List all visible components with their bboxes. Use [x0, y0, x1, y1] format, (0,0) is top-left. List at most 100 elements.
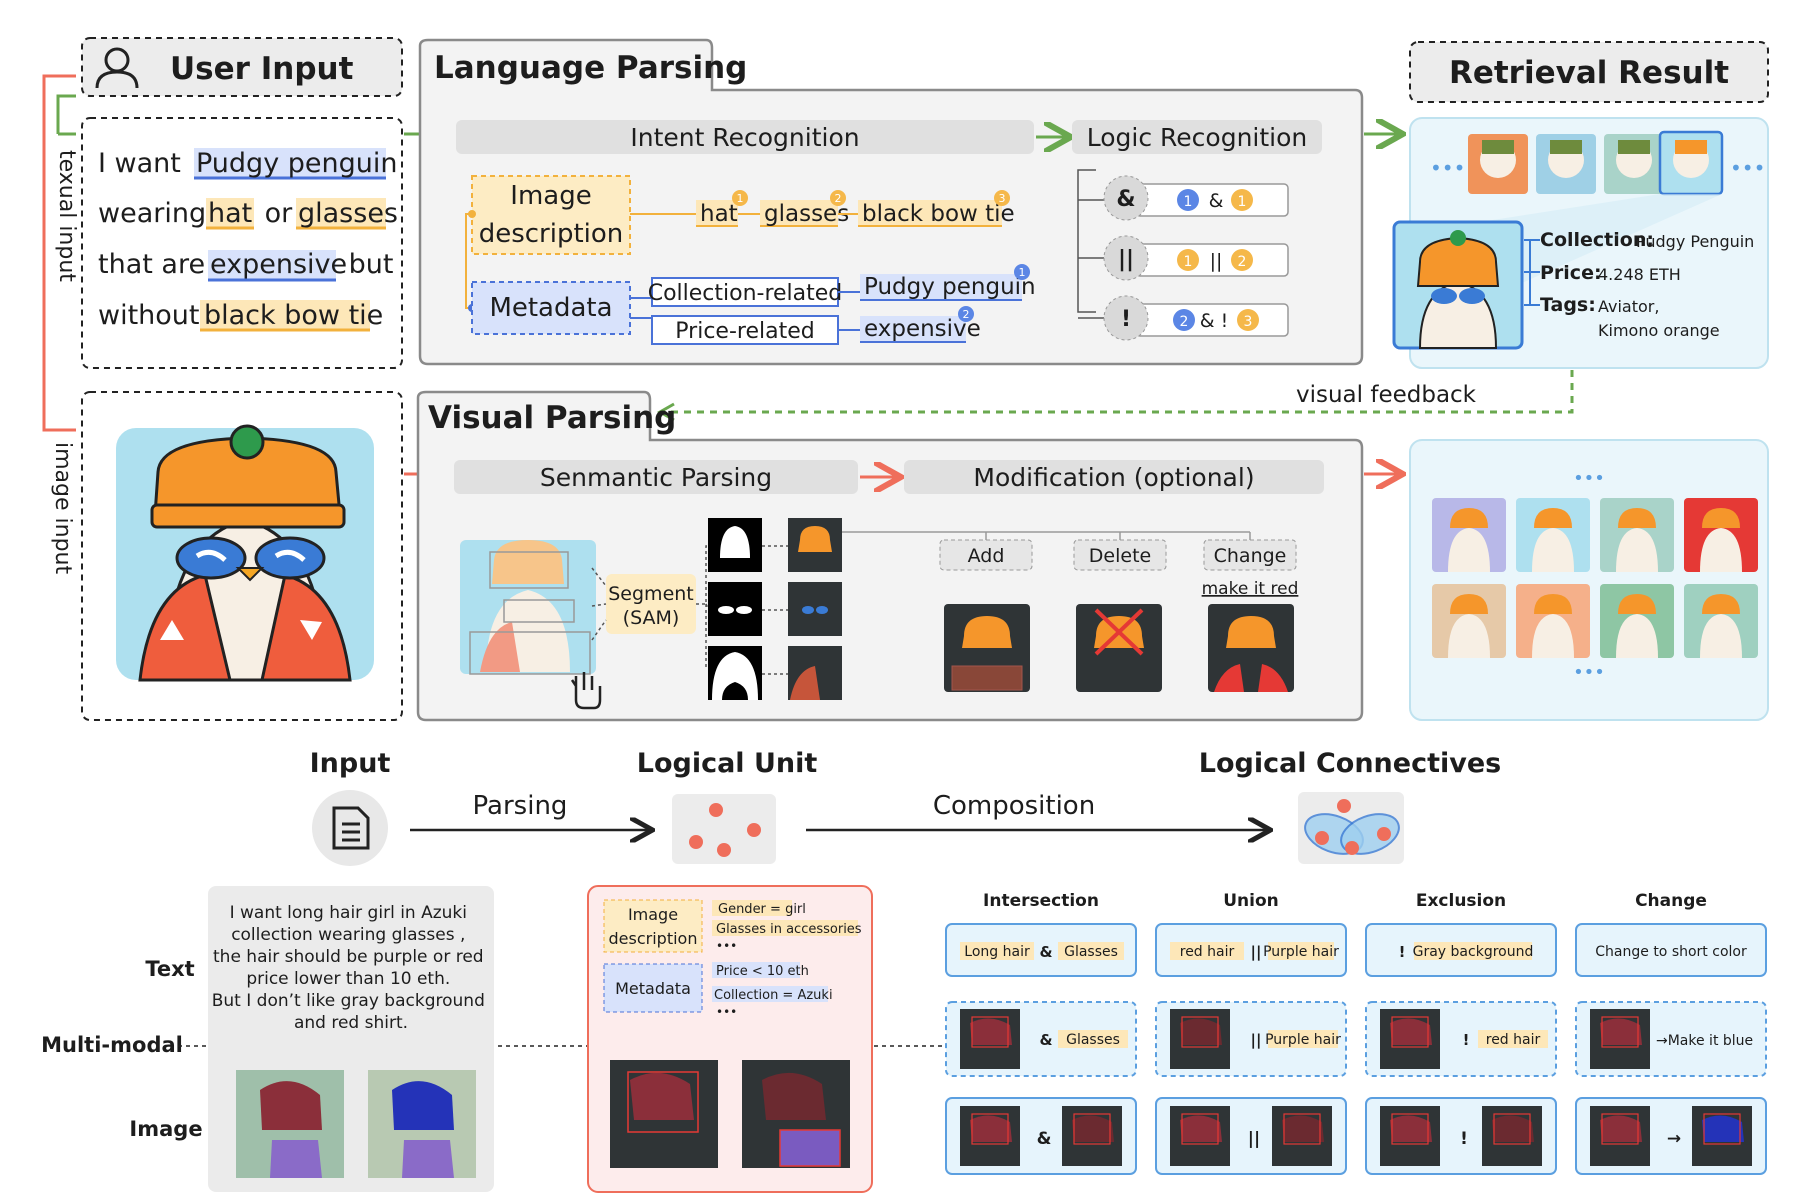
connective-text-a-3: Change to short color — [1595, 944, 1747, 960]
unit-image-description-2: description — [609, 929, 698, 948]
red-x-icon — [1094, 608, 1144, 656]
collection-related-box — [651, 277, 839, 307]
svg-text:1: 1 — [1019, 266, 1026, 279]
svg-text:!: ! — [1121, 307, 1131, 332]
connective-text-box-3 — [1575, 923, 1767, 977]
connective-text-op-1: || — [1251, 943, 1262, 962]
unit-tag-price: Price < 10 eth — [716, 964, 809, 979]
svg-text:3: 3 — [1244, 314, 1253, 330]
connective-img-op-2: ! — [1460, 1129, 1468, 1149]
svg-text:2: 2 — [963, 308, 970, 321]
user-input-section: User Input I want Pudgy penguin wearing … — [42, 37, 403, 721]
connective-img-op-1: || — [1248, 1129, 1260, 1149]
highlight-glasses — [296, 198, 386, 228]
row-label-text: Text — [145, 957, 194, 981]
unit-image-description-1: Image — [628, 905, 678, 924]
connective-mm-b-1: Purple hair — [1265, 1032, 1341, 1048]
retrieval-dots-left: ••• — [1430, 156, 1465, 180]
svg-text:•••: ••• — [1573, 468, 1605, 489]
tag-hat: hat — [700, 201, 738, 227]
svg-text:•••: ••• — [1573, 662, 1605, 683]
retrieval-result-section: Retrieval Result ••• ••• Collection: Pud… — [1392, 41, 1769, 369]
svg-text:||: || — [1118, 247, 1134, 272]
connective-text-b-1: Purple hair — [1263, 944, 1339, 960]
hand-cursor-icon — [570, 672, 602, 710]
image-input-label: image input — [50, 442, 75, 574]
connective-mm-op-1: || — [1251, 1031, 1262, 1050]
tag-index-1 — [732, 190, 748, 206]
connective-title-0: Intersection — [983, 891, 1099, 911]
connective-mm-op-2: ! — [1463, 1031, 1470, 1049]
connective-text-b-2: Gray background — [1413, 944, 1534, 960]
visual-parsing-panel: Visual Parsing Senmantic Parsing Modific… — [416, 390, 1364, 722]
connective-title-3: Change — [1635, 891, 1707, 911]
detail-tags-key: Tags: — [1540, 294, 1596, 316]
highlight-black-bow-tie — [200, 300, 370, 330]
price-related-box — [651, 315, 839, 345]
connective-text-a-1: red hair — [1180, 944, 1235, 960]
query-line-4: without black bow tie — [98, 300, 383, 331]
semantic-parsing-title: Senmantic Parsing — [540, 463, 772, 492]
price-related-label: Price-related — [675, 319, 814, 344]
row-label-multimodal: Multi-modal — [41, 1033, 183, 1057]
logic-rules: & 1 & 1 || 1 || 2 ! — [1077, 169, 1289, 341]
input-heading: Input — [310, 748, 391, 779]
mask-thumbnails — [708, 518, 842, 700]
connective-title-1: Union — [1223, 891, 1279, 911]
retrieval-dots-right: ••• — [1730, 156, 1765, 180]
svg-text:•••: ••• — [716, 939, 737, 953]
connective-mm-a-3: →Make it blue — [1656, 1033, 1753, 1049]
op-delete: Delete — [1089, 545, 1151, 567]
logical-unit-heading: Logical Unit — [637, 748, 818, 779]
svg-text:2: 2 — [1238, 254, 1247, 270]
user-input-header — [81, 37, 403, 97]
query-line-1: I want Pudgy penguin — [98, 148, 398, 179]
language-parsing-title: Language Parsing — [434, 50, 747, 86]
green-bracket — [56, 94, 76, 134]
segment-label-1: Segment — [608, 583, 694, 605]
value-pudgy-penguin: Pudgy penguin — [864, 274, 1036, 300]
input-text-paragraph: I want long hair girl in Azuki collectio… — [212, 903, 491, 1033]
tag-black-bow-tie: black bow tie — [862, 201, 1015, 227]
parsing-label: Parsing — [473, 791, 568, 821]
svg-text:2: 2 — [835, 192, 842, 205]
detail-collection-key: Collection: — [1540, 229, 1654, 251]
highlight-hat — [206, 198, 254, 228]
visual-feedback-arrow — [662, 370, 1574, 414]
connective-img-op-0: & — [1037, 1129, 1052, 1149]
op-change: Change — [1214, 545, 1287, 567]
image-description-line-1: Image — [510, 181, 591, 211]
metadata-title: Metadata — [489, 293, 612, 323]
svg-text:1: 1 — [1184, 254, 1193, 270]
detail-tags-value: Aviator, — [1598, 297, 1659, 316]
svg-text:3: 3 — [999, 192, 1006, 205]
penguin-image — [116, 424, 374, 682]
svg-text:2: 2 — [1180, 314, 1189, 330]
change-instruction: make it red — [1202, 579, 1299, 599]
highlight-expensive — [208, 250, 336, 280]
query-line-2: wearing hat or glasses — [98, 198, 398, 229]
detail-price-key: Price: — [1540, 262, 1602, 284]
language-parsing-panel: Language Parsing Intent Recognition Logi… — [418, 38, 1364, 366]
svg-text:1: 1 — [1238, 194, 1247, 210]
intent-recognition-title: Intent Recognition — [630, 123, 859, 152]
unit-metadata: Metadata — [615, 979, 691, 998]
red-bracket — [42, 74, 76, 432]
detail-collection-value: Pudgy Penguin — [1636, 232, 1754, 251]
svg-text:1: 1 — [1184, 194, 1193, 210]
modification-results — [944, 604, 1294, 692]
logic-recognition-title: Logic Recognition — [1087, 123, 1308, 152]
connective-text-box-1 — [1155, 923, 1347, 977]
unit-tag-collection: Collection = Azuki — [714, 988, 833, 1003]
svg-text:&: & — [1209, 190, 1224, 212]
connective-text-a-0: Long hair — [964, 944, 1030, 960]
segment-label-2: (SAM) — [623, 607, 680, 629]
textual-input-label: texual input — [54, 150, 79, 282]
user-input-title: User Input — [170, 51, 354, 87]
svg-text:& !: & ! — [1200, 310, 1228, 332]
document-icon — [332, 806, 370, 850]
image-description-line-2: description — [479, 219, 624, 249]
connective-text-op-2: ! — [1399, 943, 1406, 961]
